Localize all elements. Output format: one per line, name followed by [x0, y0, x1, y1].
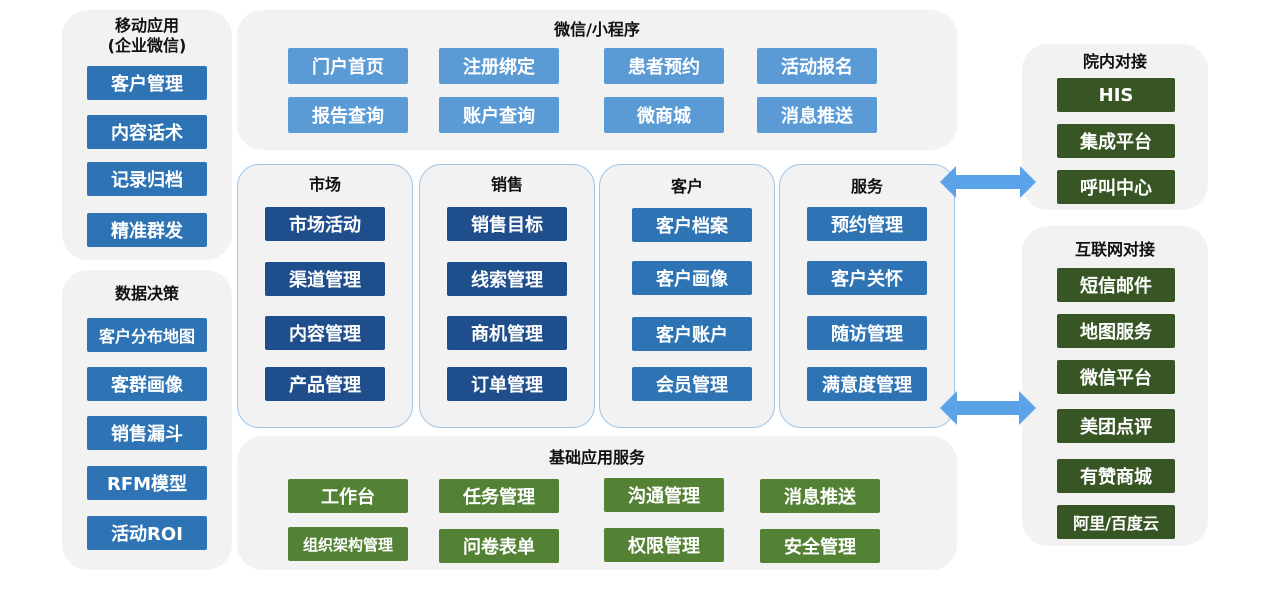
decision-item: 活动ROI	[87, 516, 207, 550]
module-sales-title: 销售	[490, 175, 523, 194]
wechat-panel: 微信/小程序 门户首页 注册绑定 患者预约 活动报名 报告查询 账户查询 微商城…	[237, 10, 957, 150]
wechat-item: 门户首页	[288, 48, 408, 84]
internet-item: 微信平台	[1057, 360, 1175, 394]
internet-item: 阿里/百度云	[1057, 505, 1175, 539]
module-service-title: 服务	[850, 177, 883, 196]
hospital-item: HIS	[1057, 78, 1175, 112]
wechat-item: 活动报名	[757, 48, 877, 84]
mobile-app-title: 移动应用	[114, 16, 179, 35]
service-item: 满意度管理	[807, 367, 927, 401]
customer-item: 客户账户	[632, 317, 752, 351]
wechat-item: 消息推送	[757, 97, 877, 133]
decision-item: 销售漏斗	[87, 416, 207, 450]
base-services-panel: 基础应用服务 工作台 任务管理 沟通管理 消息推送 组织架构管理 问卷表单 权限…	[237, 436, 957, 570]
market-item: 市场活动	[265, 207, 385, 241]
sales-item: 销售目标	[447, 207, 567, 241]
base-item: 权限管理	[604, 528, 724, 562]
hospital-integration-title: 院内对接	[1082, 52, 1147, 71]
customer-item: 会员管理	[632, 367, 752, 401]
service-item: 客户关怀	[807, 261, 927, 295]
base-services-title: 基础应用服务	[548, 448, 645, 467]
wechat-item: 患者预约	[604, 48, 724, 84]
internet-item: 美团点评	[1057, 409, 1175, 443]
data-decision-panel: 数据决策 客户分布地图 客群画像 销售漏斗 RFM模型 活动ROI	[62, 270, 232, 570]
module-market: 市场 市场活动 渠道管理 内容管理 产品管理	[237, 164, 413, 428]
base-item: 组织架构管理	[288, 527, 408, 561]
base-item: 工作台	[288, 479, 408, 513]
market-item: 内容管理	[265, 316, 385, 350]
wechat-item: 账户查询	[439, 97, 559, 133]
mobile-item: 记录归档	[87, 162, 207, 196]
base-item: 沟通管理	[604, 478, 724, 512]
sales-item: 线索管理	[447, 262, 567, 296]
mobile-app-subtitle: (企业微信)	[107, 36, 187, 55]
base-item: 问卷表单	[439, 529, 559, 563]
hospital-item: 集成平台	[1057, 124, 1175, 158]
internet-item: 有赞商城	[1057, 459, 1175, 493]
market-item: 渠道管理	[265, 262, 385, 296]
base-item: 安全管理	[760, 529, 880, 563]
customer-item: 客户档案	[632, 208, 752, 242]
base-item: 任务管理	[439, 479, 559, 513]
module-service: 服务 预约管理 客户关怀 随访管理 满意度管理	[779, 164, 955, 428]
decision-item: RFM模型	[87, 466, 207, 500]
decision-item: 客群画像	[87, 367, 207, 401]
internet-integration-title: 互联网对接	[1074, 240, 1155, 259]
double-arrow-icon	[940, 166, 1036, 198]
decision-item: 客户分布地图	[87, 318, 207, 352]
sales-item: 订单管理	[447, 367, 567, 401]
mobile-app-panel: 移动应用 (企业微信) 客户管理 内容话术 记录归档 精准群发	[62, 10, 232, 260]
wechat-item: 报告查询	[288, 97, 408, 133]
module-customer-title: 客户	[670, 177, 703, 196]
internet-item: 短信邮件	[1057, 268, 1175, 302]
wechat-title: 微信/小程序	[554, 20, 640, 39]
double-arrow-icon	[940, 391, 1036, 425]
service-item: 随访管理	[807, 316, 927, 350]
market-item: 产品管理	[265, 367, 385, 401]
base-item: 消息推送	[760, 479, 880, 513]
customer-item: 客户画像	[632, 261, 752, 295]
mobile-item: 客户管理	[87, 66, 207, 100]
internet-integration-panel: 互联网对接 短信邮件 地图服务 微信平台 美团点评 有赞商城 阿里/百度云	[1022, 226, 1208, 546]
mobile-item: 精准群发	[87, 213, 207, 247]
mobile-item: 内容话术	[87, 115, 207, 149]
data-decision-title: 数据决策	[114, 284, 179, 303]
wechat-item: 注册绑定	[439, 48, 559, 84]
hospital-item: 呼叫中心	[1057, 170, 1175, 204]
module-market-title: 市场	[308, 175, 341, 194]
hospital-integration-panel: 院内对接 HIS 集成平台 呼叫中心	[1022, 44, 1208, 210]
sales-item: 商机管理	[447, 316, 567, 350]
wechat-item: 微商城	[604, 97, 724, 133]
module-customer: 客户 客户档案 客户画像 客户账户 会员管理	[599, 164, 775, 428]
service-item: 预约管理	[807, 207, 927, 241]
internet-item: 地图服务	[1057, 314, 1175, 348]
module-sales: 销售 销售目标 线索管理 商机管理 订单管理	[419, 164, 595, 428]
